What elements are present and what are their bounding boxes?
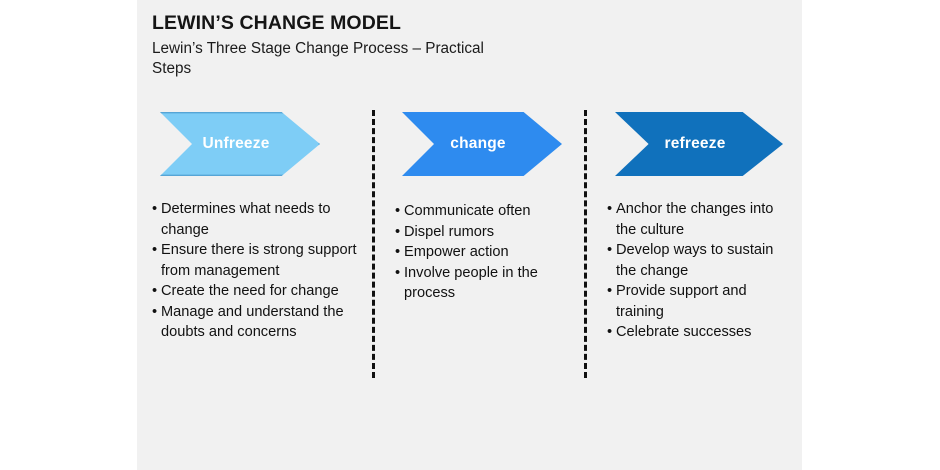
- bullet-dot-icon: •: [395, 203, 401, 219]
- bullet-list-refreeze: •Anchor the changes into the culture•Dev…: [607, 199, 797, 343]
- bullet-dot-icon: •: [395, 244, 401, 260]
- chevron-arrow-icon: Unfreeze: [160, 112, 320, 176]
- list-item-label: Manage and understand the doubts and con…: [161, 303, 344, 341]
- bullet-dot-icon: •: [607, 242, 613, 258]
- bullet-dot-icon: •: [395, 223, 401, 240]
- bullet-dot-icon: •: [607, 283, 613, 299]
- list-item-label: Empower action: [404, 244, 509, 260]
- list-item-label: Dispel rumors: [404, 223, 495, 240]
- divider-unfreeze-change: [372, 110, 375, 378]
- list-item-label: Provide support and training: [616, 283, 747, 320]
- list-item: •Manage and understand the doubts and co…: [152, 302, 367, 343]
- stage-chevron-change[interactable]: change: [402, 112, 562, 176]
- list-item-label: Create the need for change: [161, 283, 339, 299]
- list-item: •Celebrate successes: [607, 322, 797, 343]
- divider-change-refreeze: [584, 110, 587, 378]
- list-item: •Communicate often: [395, 201, 577, 222]
- list-item-label: Celebrate successes: [616, 324, 752, 340]
- bullet-dot-icon: •: [152, 242, 158, 258]
- bullet-list-change: •Communicate often•Dispel rumors•Empower…: [395, 201, 577, 304]
- list-item-label: Communicate often: [404, 203, 531, 219]
- bullet-dot-icon: •: [152, 201, 158, 217]
- list-item: •Develop ways to sustain the change: [607, 240, 797, 281]
- stage-label-change: change: [450, 135, 506, 152]
- list-item: •Determines what needs to change: [152, 199, 367, 240]
- list-item: •Empower action: [395, 242, 577, 263]
- page-title: LEWIN’S CHANGE MODEL: [152, 12, 401, 34]
- bullet-dot-icon: •: [152, 283, 158, 299]
- list-item: •Anchor the changes into the culture: [607, 199, 797, 240]
- bullet-list-unfreeze: •Determines what needs to change•Ensure …: [152, 199, 367, 343]
- list-item-label: Involve people in the process: [404, 264, 538, 302]
- list-item: •Dispel rumors: [395, 222, 577, 243]
- stage-chevron-refreeze[interactable]: refreeze: [615, 112, 783, 176]
- stage-label-refreeze: refreeze: [664, 135, 726, 152]
- list-item: •Provide support and training: [607, 281, 797, 322]
- list-item-label: Determines what needs to change: [161, 201, 331, 238]
- bullet-dot-icon: •: [395, 264, 401, 281]
- chevron-arrow-icon: change: [402, 112, 562, 176]
- list-item: •Create the need for change: [152, 281, 367, 302]
- slide-canvas: LEWIN’S CHANGE MODEL Lewin’s Three Stage…: [137, 0, 802, 470]
- bullet-dot-icon: •: [152, 303, 158, 320]
- chevron-arrow-icon: refreeze: [615, 112, 783, 176]
- page-subtitle: Lewin’s Three Stage Change Process – Pra…: [152, 40, 484, 77]
- stage-label-unfreeze: Unfreeze: [202, 135, 270, 152]
- bullet-dot-icon: •: [607, 324, 613, 340]
- list-item-label: Develop ways to sustain the change: [616, 242, 774, 279]
- list-item: •Involve people in the process: [395, 263, 577, 304]
- slide-header: LEWIN’S CHANGE MODEL Lewin’s Three Stage…: [152, 11, 752, 79]
- stage-chevron-unfreeze[interactable]: Unfreeze: [160, 112, 320, 176]
- list-item-label: Anchor the changes into the culture: [616, 201, 774, 238]
- bullet-dot-icon: •: [607, 201, 613, 217]
